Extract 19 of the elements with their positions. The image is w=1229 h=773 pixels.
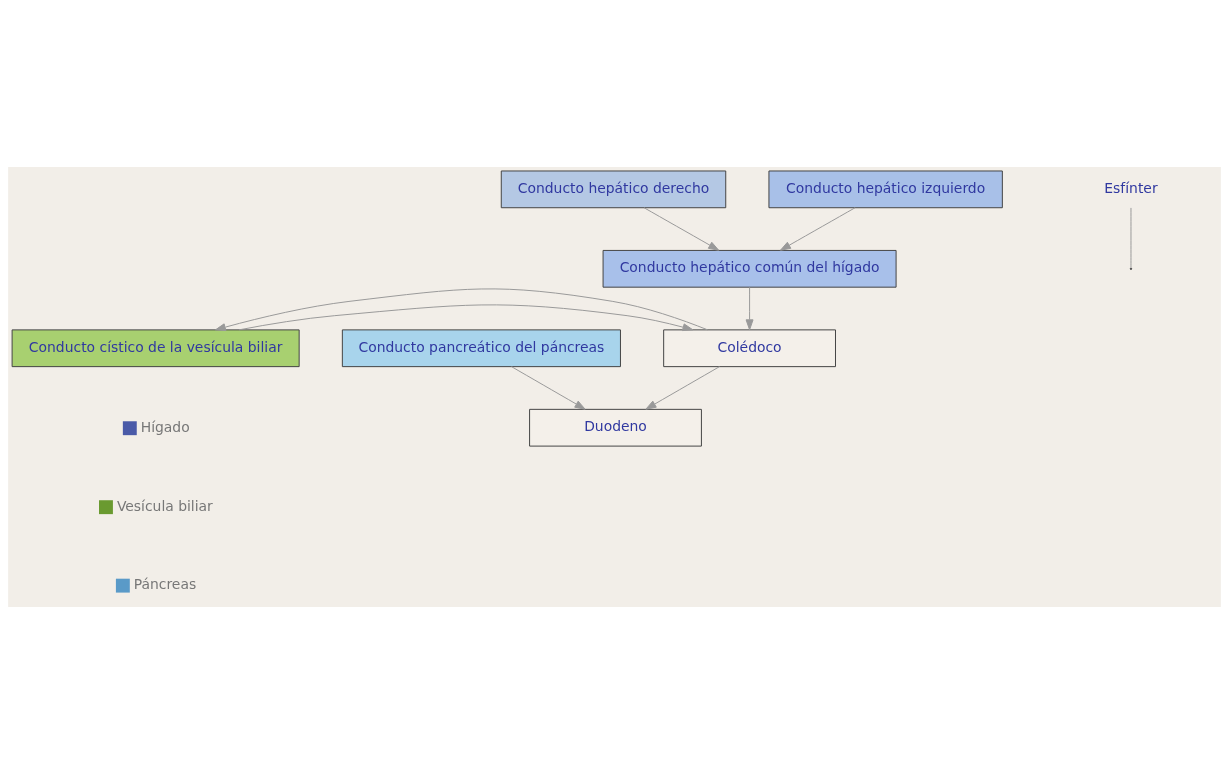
node-text: Esfínter (1104, 179, 1158, 196)
arrow (645, 365, 720, 410)
node-box: Colédoco (663, 328, 836, 367)
arrow (215, 287, 709, 331)
node-box: Conducto hepático izquierdo (768, 169, 1003, 208)
arrow (745, 286, 754, 330)
arrow (511, 365, 586, 410)
legend-label: Vesícula biliar (116, 497, 213, 514)
legend-label: Páncreas (133, 575, 197, 592)
node-box: Conducto pancreático del páncreas (341, 328, 621, 367)
node-box: Conducto hepático derecho (500, 169, 727, 208)
node-box: Conducto hepático común del hígado (602, 249, 897, 288)
node-box: Duodeno (529, 408, 702, 447)
arrow (780, 206, 856, 251)
arrow (643, 206, 720, 251)
legend-label: Hígado (140, 418, 190, 435)
connector (1130, 206, 1132, 268)
node-box: Conducto cístico de la vesícula biliar (11, 328, 300, 367)
arrow (238, 303, 694, 331)
